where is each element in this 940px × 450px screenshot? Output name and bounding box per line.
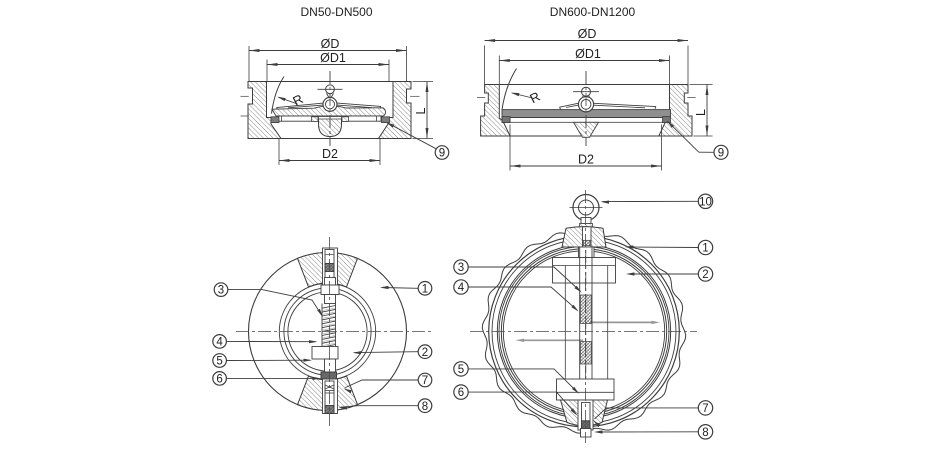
svg-text:8: 8 — [702, 427, 708, 439]
svg-text:5: 5 — [216, 356, 222, 368]
svg-text:DN50-DN500: DN50-DN500 — [300, 5, 372, 19]
svg-text:6: 6 — [458, 387, 464, 399]
svg-text:L: L — [414, 107, 428, 114]
svg-text:4: 4 — [216, 337, 223, 349]
svg-text:L: L — [694, 109, 708, 116]
svg-text:2: 2 — [422, 347, 428, 359]
svg-text:D2: D2 — [578, 153, 594, 167]
svg-text:4: 4 — [458, 282, 465, 294]
svg-text:9: 9 — [718, 147, 724, 159]
svg-text:3: 3 — [218, 285, 224, 297]
svg-text:ØD1: ØD1 — [575, 47, 601, 61]
svg-text:1: 1 — [422, 283, 428, 295]
svg-text:ØD: ØD — [321, 37, 340, 51]
svg-text:7: 7 — [702, 403, 708, 415]
svg-text:1: 1 — [702, 243, 708, 255]
svg-text:D2: D2 — [322, 147, 338, 161]
svg-text:6: 6 — [216, 374, 222, 386]
svg-text:2: 2 — [702, 269, 708, 281]
svg-text:DN600-DN1200: DN600-DN1200 — [550, 5, 636, 19]
svg-text:10: 10 — [699, 196, 712, 208]
svg-text:8: 8 — [422, 401, 428, 413]
svg-text:9: 9 — [439, 148, 445, 160]
svg-text:5: 5 — [458, 364, 464, 376]
svg-text:ØD: ØD — [578, 27, 597, 41]
svg-text:3: 3 — [458, 262, 464, 274]
svg-text:7: 7 — [422, 375, 428, 387]
svg-text:ØD1: ØD1 — [320, 51, 346, 65]
